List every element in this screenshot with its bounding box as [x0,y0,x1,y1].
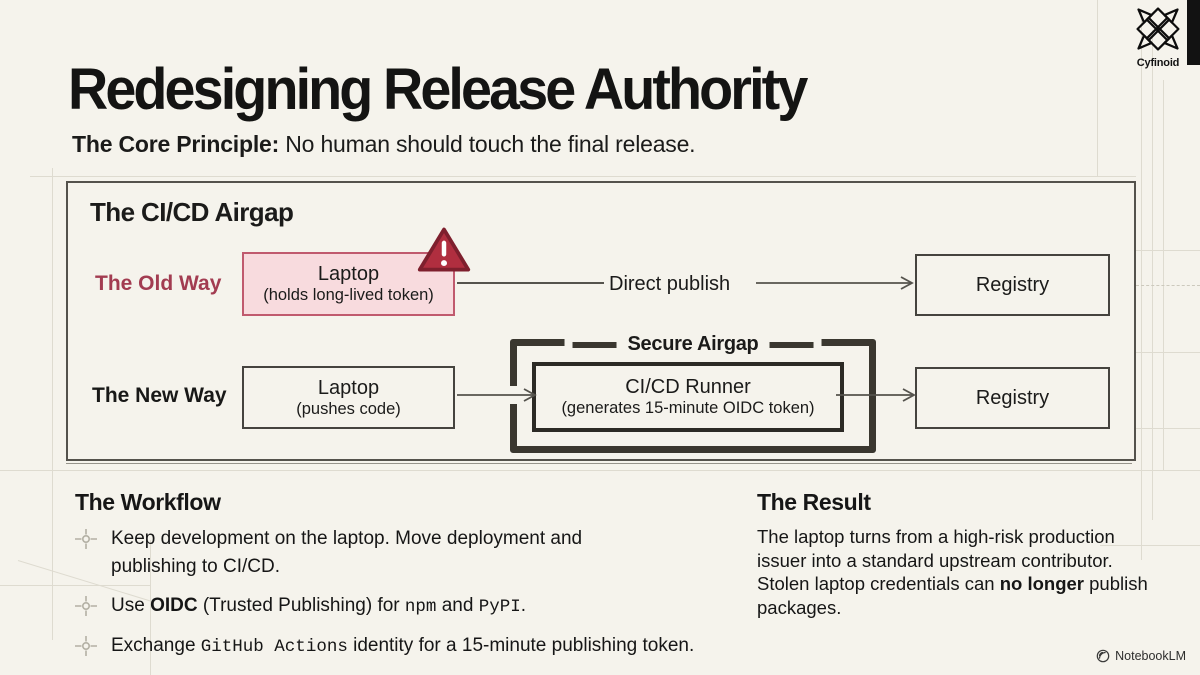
runner-title: CI/CD Runner [625,376,751,398]
workflow-list: Keep development on the laptop. Move dep… [75,525,694,661]
old-laptop-subtitle: (holds long-lived token) [263,286,434,304]
blueprint-line [66,463,1132,464]
runner-subtitle: (generates 15-minute OIDC token) [561,399,815,417]
core-principle: The Core Principle: No human should touc… [72,131,696,158]
blueprint-line [52,168,53,640]
new-registry-node: Registry [915,367,1110,429]
new-way-label: The New Way [92,384,227,407]
direct-publish-label: Direct publish [609,273,731,295]
text-span-bold: OIDC [150,595,198,616]
corner-accent-bar [1187,0,1200,65]
blueprint-line [1136,428,1200,429]
text-span: publishing to CI/CD. [111,556,280,577]
workflow-item-text: Keep development on the laptop. Move dep… [111,525,582,581]
page-title: Redesigning Release Authority [68,57,808,122]
workflow-item-text: Exchange GitHub Actions identity for a 1… [111,632,694,661]
list-item: Exchange GitHub Actions identity for a 1… [75,632,694,661]
result-section: The Result The laptop turns from a high-… [757,489,1159,619]
new-laptop-node: Laptop (pushes code) [242,366,455,429]
old-laptop-node: Laptop (holds long-lived token) [242,252,455,316]
secure-airgap-label-row: Secure Airgap [564,333,822,356]
text-span: (Trusted Publishing) for [197,595,405,616]
attribution: NotebookLM [1096,649,1186,663]
old-laptop-title: Laptop [317,263,380,285]
text-span: and [436,595,479,616]
brand-name: Cyfinoid [1136,57,1180,69]
new-laptop-subtitle: (pushes code) [296,399,401,418]
old-registry-node: Registry [915,254,1110,316]
text-span: publish packages. [757,573,1148,618]
new-way-arrow-out [836,388,916,402]
blueprint-line [0,585,150,586]
old-registry-label: Registry [975,273,1050,296]
crosshair-bullet-icon [75,529,97,549]
old-way-label: The Old Way [95,272,222,295]
notebooklm-icon [1096,649,1110,663]
text-span-mono: PyPI [478,597,521,617]
core-principle-label: The Core Principle: [72,131,280,157]
blueprint-line [1100,545,1200,546]
new-way-arrow-in [457,388,537,402]
text-span-mono: GitHub Actions [200,637,348,657]
secure-airgap-label: Secure Airgap [627,333,759,355]
text-span-mono: npm [404,597,437,617]
blueprint-line [1136,352,1200,353]
old-way-arrow [756,276,914,290]
workflow-item-text: Use OIDC (Trusted Publishing) for npm an… [111,592,526,621]
text-span: Exchange [111,635,201,656]
workflow-section: The Workflow Keep development on the lap… [75,489,694,661]
text-span-bold: no longer [999,573,1084,594]
workflow-heading: The Workflow [75,489,221,515]
text-span: The laptop turns from a high-risk produc… [757,526,1115,594]
blueprint-line [150,540,151,675]
blueprint-line [1097,0,1098,176]
warning-triangle-icon [417,227,471,272]
blueprint-line [0,470,1200,471]
blueprint-line [1163,80,1164,470]
cicd-airgap-panel: The CI/CD Airgap The Old Way Laptop (hol… [66,181,1136,461]
crosshair-bullet-icon [75,596,97,616]
list-item: Keep development on the laptop. Move dep… [75,525,694,581]
secure-airgap-box: Secure Airgap CI/CD Runner (generates 15… [510,333,876,453]
new-registry-label: Registry [975,386,1050,409]
result-text: The laptop turns from a high-risk produc… [757,525,1159,619]
result-heading: The Result [757,489,871,515]
new-laptop-title: Laptop [317,376,380,399]
brand-logo: Cyfinoid [1129,3,1187,69]
blueprint-line [1152,30,1153,520]
blueprint-line [30,176,1136,177]
blueprint-line [1136,250,1200,251]
attribution-text: NotebookLM [1115,649,1186,663]
blueprint-dashed-line [1136,285,1200,286]
old-way-connector-line [457,282,604,284]
cyfinoid-logo-icon [1136,7,1180,51]
text-span: Use [111,595,151,616]
airgap-dash-right [769,341,814,348]
cicd-runner-node: CI/CD Runner (generates 15-minute OIDC t… [532,362,844,432]
crosshair-bullet-icon [75,636,97,656]
panel-heading: The CI/CD Airgap [90,197,294,227]
text-span: identity for a 15-minute publishing toke… [347,635,695,656]
text-span: Keep development on the laptop. Move dep… [111,528,583,549]
core-principle-text: No human should touch the final release. [279,131,696,157]
text-span: . [520,595,526,616]
list-item: Use OIDC (Trusted Publishing) for npm an… [75,592,694,621]
airgap-dash-left [572,341,617,348]
